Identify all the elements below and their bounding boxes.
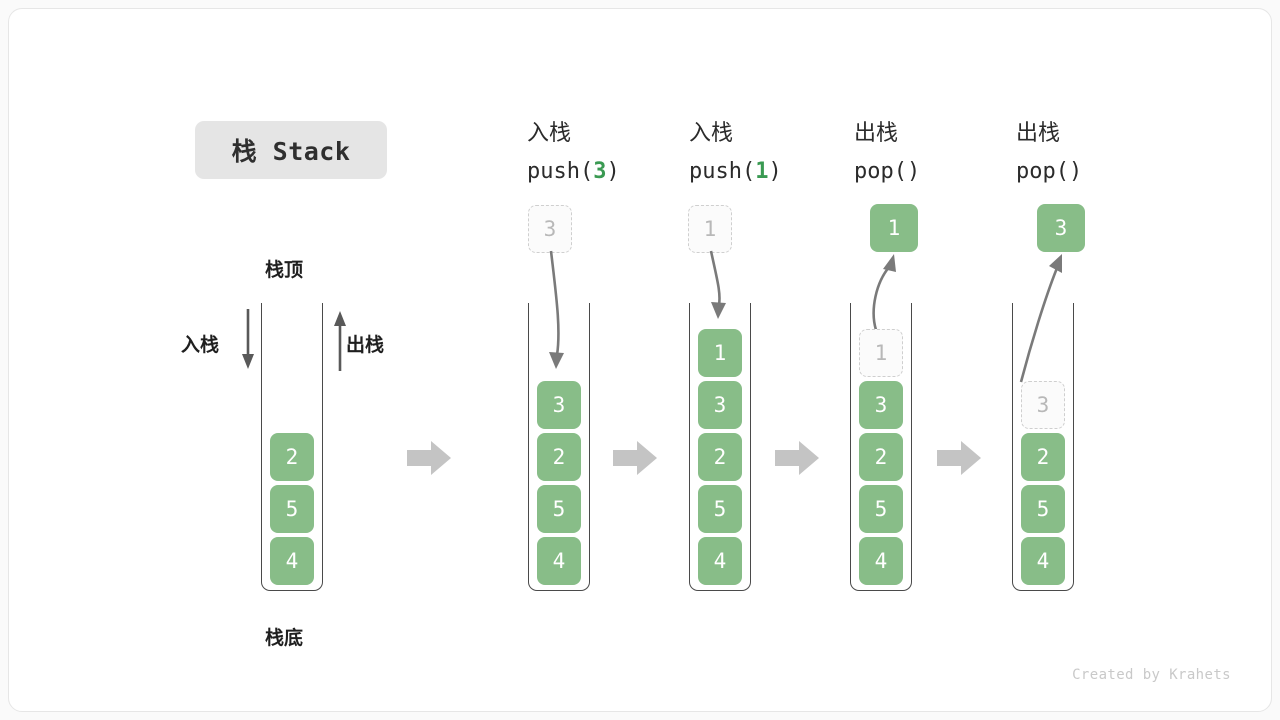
stack-cell: 4 (537, 537, 581, 585)
stack-container-pop2 (1012, 303, 1074, 591)
footer-credit: Created by Krahets (1072, 667, 1231, 683)
stack-top-label: 栈顶 (265, 259, 304, 281)
pop-side-label: 出栈 (346, 334, 385, 356)
stack-container-initial (261, 303, 323, 591)
stack-cell: 5 (270, 485, 314, 533)
column-head-cn: 入栈 (527, 121, 572, 146)
stack-cell: 2 (1021, 433, 1065, 481)
floating-ghost-cell: 1 (688, 205, 732, 253)
stack-cell: 2 (537, 433, 581, 481)
right-block-arrow-icon (775, 441, 819, 475)
stack-cell-ghost: 1 (859, 329, 903, 377)
floating-ghost-cell: 3 (528, 205, 572, 253)
stack-container-push3 (528, 303, 590, 591)
stack-container-push1 (689, 303, 751, 591)
diagram-title-text: 栈 Stack (231, 137, 351, 166)
curved-push-arrow-icon (709, 250, 726, 319)
curved-pop-arrow-icon (1019, 254, 1062, 383)
stack-cell: 5 (1021, 485, 1065, 533)
diagram-canvas: 栈 Stack 栈顶 栈底 入栈 出栈 2 5 4 入栈 push(3) 3 3… (8, 8, 1272, 712)
column-head-push3: 入栈 push(3) (527, 115, 620, 191)
column-head-op: pop() (854, 159, 921, 184)
column-head-pop1: 出栈 pop() (854, 115, 920, 191)
column-head-cn: 入栈 (689, 121, 734, 146)
stack-cell: 2 (698, 433, 742, 481)
stack-cell: 3 (698, 381, 742, 429)
stack-cell: 5 (698, 485, 742, 533)
right-block-arrow-icon (937, 441, 981, 475)
stack-cell: 3 (859, 381, 903, 429)
stack-cell: 5 (537, 485, 581, 533)
column-head-op: push(3) (527, 159, 620, 184)
right-block-arrow-icon (613, 441, 657, 475)
column-head-op: push(1) (689, 159, 782, 184)
stack-container-pop1 (850, 303, 912, 591)
right-block-arrow-icon (407, 441, 451, 475)
stack-cell: 2 (270, 433, 314, 481)
popped-value-cell: 1 (870, 204, 918, 252)
stack-cell: 3 (537, 381, 581, 429)
down-arrow-icon (242, 309, 254, 369)
push-side-label: 入栈 (181, 334, 220, 356)
column-head-cn: 出栈 (1016, 121, 1061, 146)
stack-cell: 4 (1021, 537, 1065, 585)
column-head-cn: 出栈 (854, 121, 899, 146)
stack-cell-ghost: 3 (1021, 381, 1065, 429)
column-head-push1: 入栈 push(1) (689, 115, 782, 191)
column-head-op: pop() (1016, 159, 1083, 184)
column-head-pop2: 出栈 pop() (1016, 115, 1082, 191)
up-arrow-icon (334, 311, 346, 371)
stack-cell: 2 (859, 433, 903, 481)
stack-cell: 4 (859, 537, 903, 585)
stack-cell: 5 (859, 485, 903, 533)
stack-cell: 1 (698, 329, 742, 377)
stack-cell: 4 (270, 537, 314, 585)
diagram-title-chip: 栈 Stack (195, 121, 387, 179)
stack-bottom-label: 栈底 (265, 627, 304, 649)
stack-cell: 4 (698, 537, 742, 585)
popped-value-cell: 3 (1037, 204, 1085, 252)
curved-pop-arrow-icon (872, 254, 896, 331)
curved-push-arrow-icon (549, 250, 564, 369)
